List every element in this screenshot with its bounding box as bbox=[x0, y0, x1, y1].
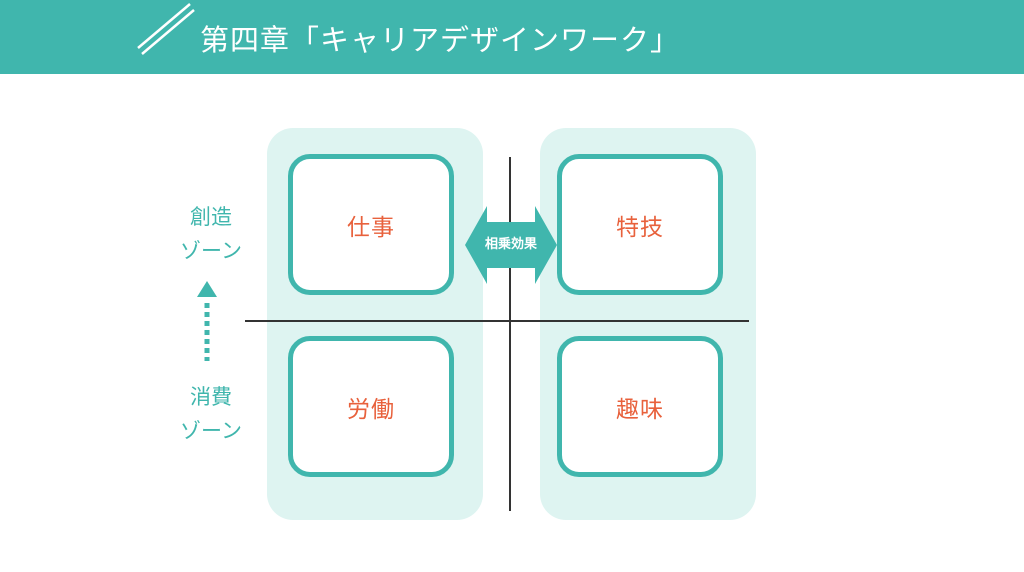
quadrant-work: 仕事 bbox=[288, 154, 454, 295]
dotted-up-arrow-icon bbox=[197, 281, 217, 361]
synergy-label: 相乗効果 bbox=[484, 237, 537, 252]
quadrant-work-label: 仕事 bbox=[347, 214, 395, 241]
consumption-zone-line-2: ゾーン bbox=[180, 419, 242, 443]
vertical-axis bbox=[509, 157, 511, 511]
slash-decoration-icon bbox=[137, 3, 195, 55]
double-headed-arrow-icon bbox=[465, 206, 557, 284]
page-title: 第四章「キャリアデザインワーク」 bbox=[200, 23, 681, 57]
creation-zone-line-1: 創造 bbox=[190, 205, 232, 229]
horizontal-axis bbox=[245, 320, 749, 322]
creation-zone-line-2: ゾーン bbox=[180, 239, 242, 263]
quadrant-hobby: 趣味 bbox=[557, 336, 723, 477]
quadrant-labor-label: 労働 bbox=[347, 396, 395, 423]
consumption-zone-label: 消費 ゾーン bbox=[166, 380, 256, 448]
quadrant-hobby-label: 趣味 bbox=[616, 396, 664, 423]
quadrant-skill: 特技 bbox=[557, 154, 723, 295]
quadrant-skill-label: 特技 bbox=[616, 214, 664, 241]
quadrant-labor: 労働 bbox=[288, 336, 454, 477]
creation-zone-label: 創造 ゾーン bbox=[166, 200, 256, 268]
header-bar: 第四章「キャリアデザインワーク」 bbox=[0, 0, 1024, 74]
consumption-zone-line-1: 消費 bbox=[190, 385, 232, 409]
